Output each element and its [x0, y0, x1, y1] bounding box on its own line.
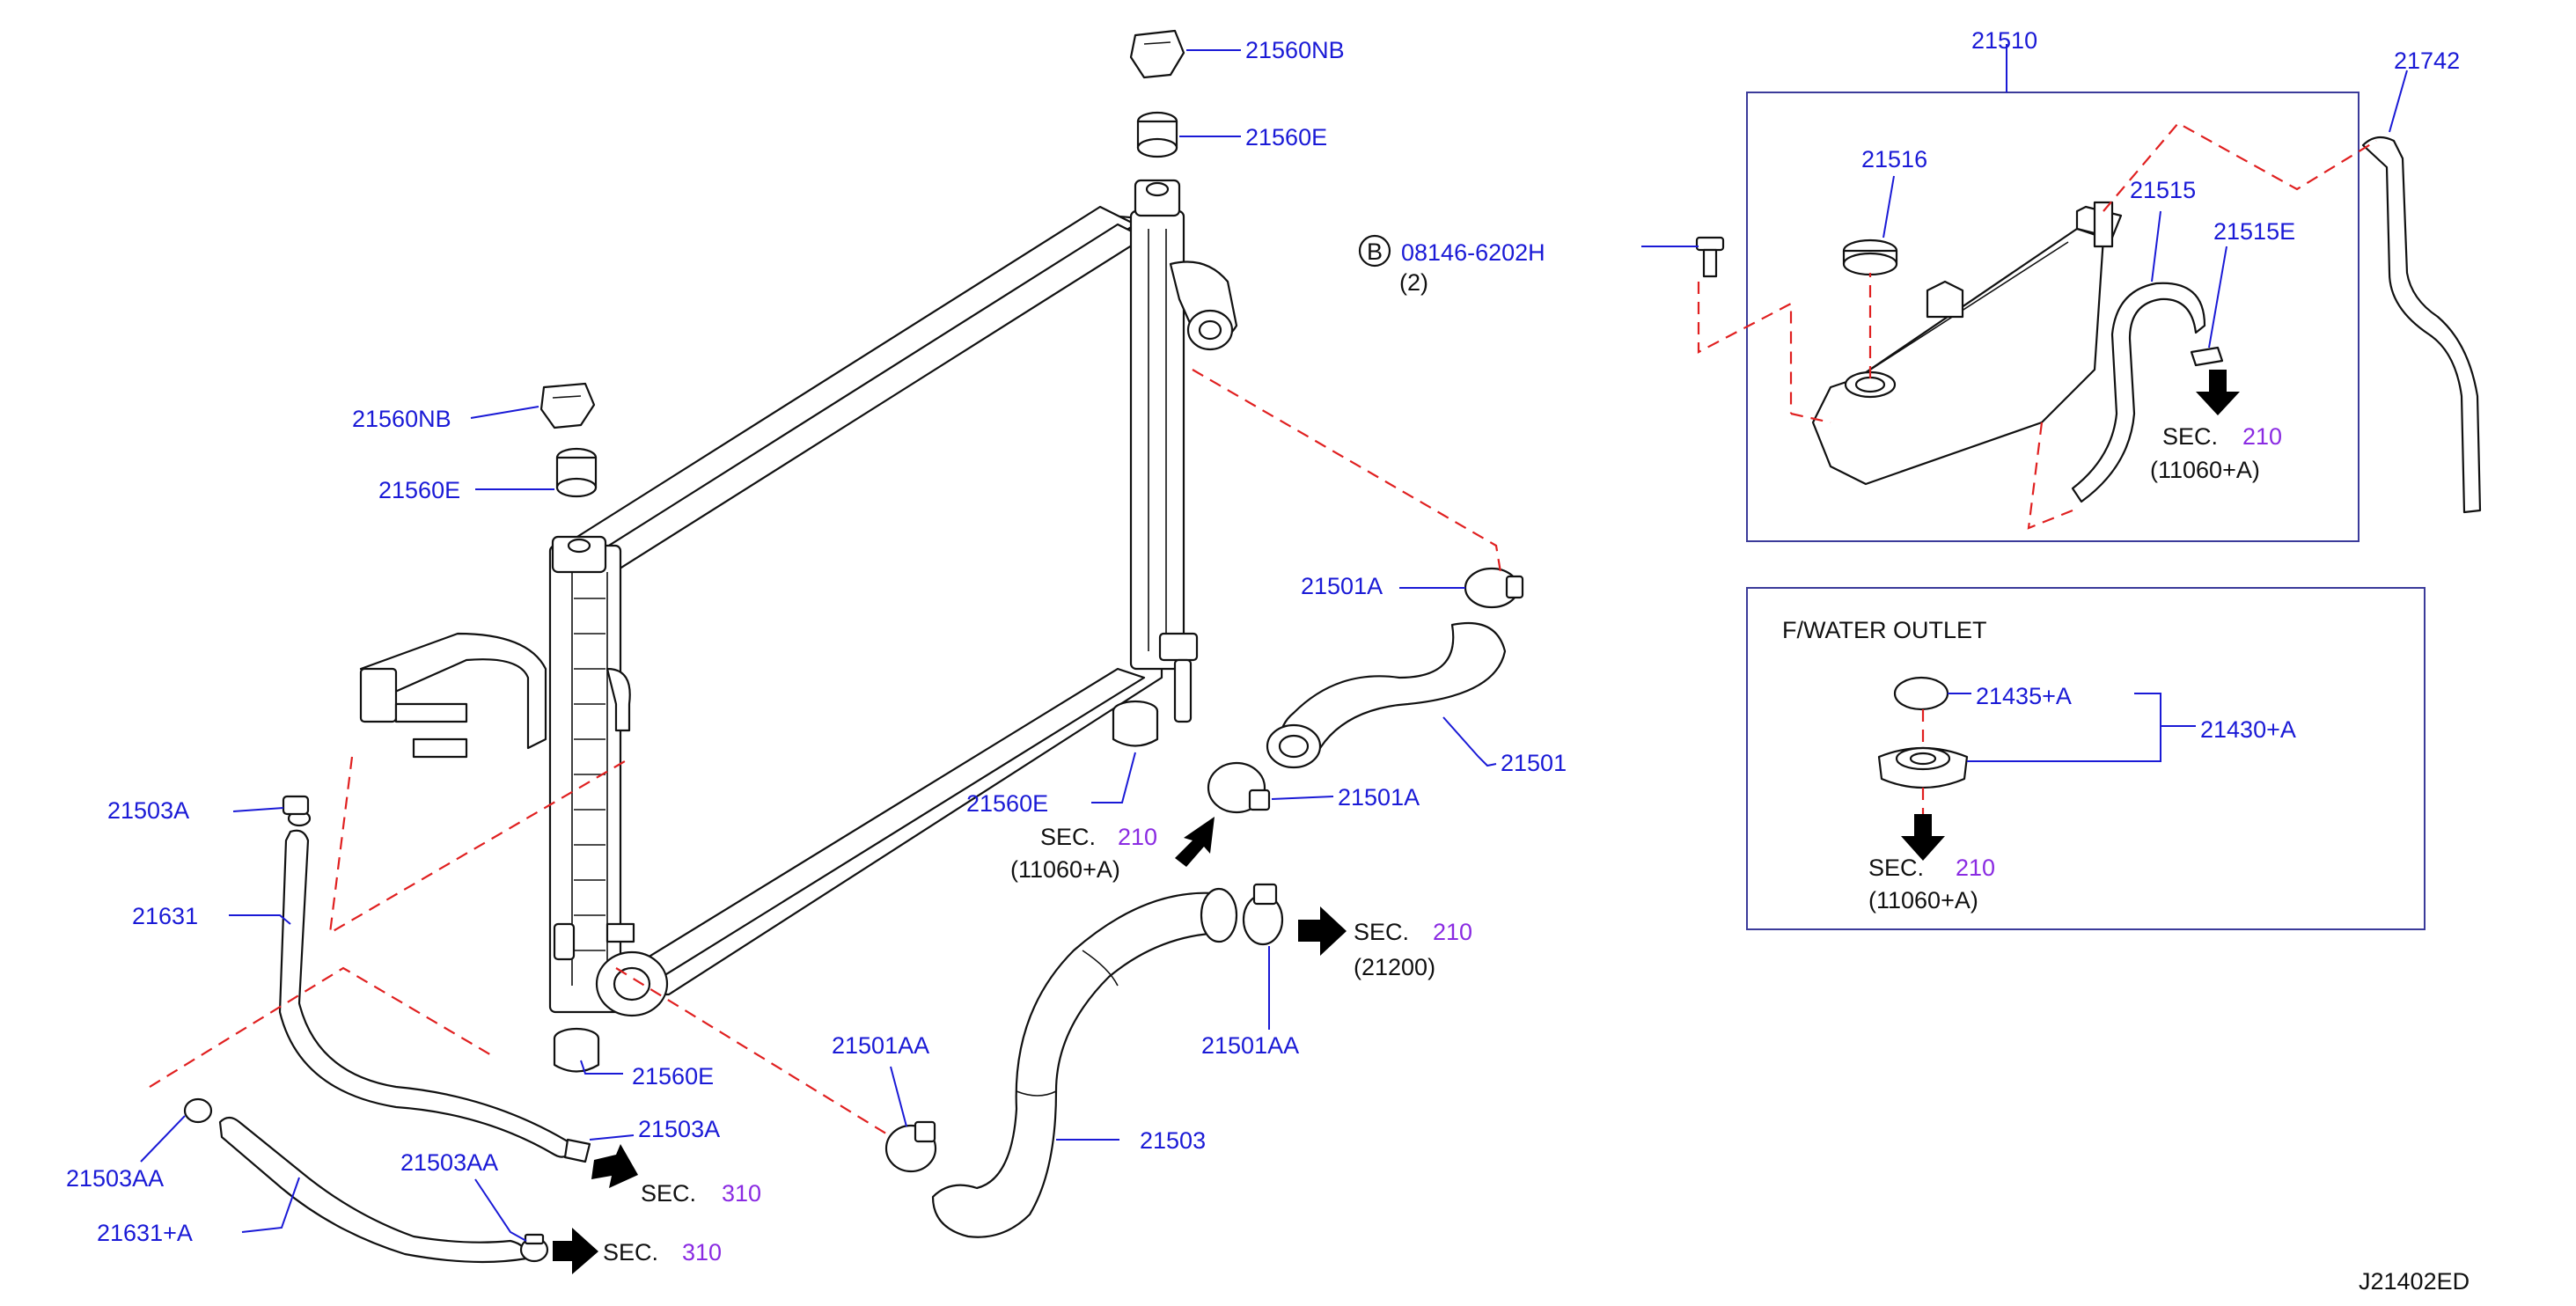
inset-title: F/WATER OUTLET: [1782, 617, 1987, 643]
clip-21515e: [2190, 346, 2224, 367]
sec-310b-label: SEC.: [603, 1239, 658, 1266]
hose-clamp-21501a-top: [1464, 567, 1524, 609]
hose-21631: [278, 810, 574, 1158]
hose-clamp-21501a-low: [1207, 761, 1271, 814]
label-21503a-left: 21503A: [107, 797, 189, 824]
label-21560e-top: 21560E: [1245, 124, 1327, 150]
label-21631a: 21631+A: [97, 1220, 193, 1246]
label-21501a-low: 21501A: [1338, 784, 1420, 811]
sec-tank-number: 210: [2242, 423, 2282, 450]
radiator-cap-21430a: [1877, 746, 1969, 789]
sec-mid-ref: (11060+A): [1010, 856, 1120, 883]
reservoir-cap-21516: [1842, 238, 1898, 276]
label-21503aa-left: 21503AA: [66, 1165, 164, 1192]
radiator-fins-left: [574, 598, 605, 951]
section-ref-mid: SEC. 210 (11060+A): [1010, 824, 1157, 883]
lower-hose-21503: [931, 887, 1238, 1238]
mount-bushing-top-nb: [1129, 29, 1185, 79]
mount-bushing-bottom-e: [553, 1027, 600, 1073]
label-21560e-bottom: 21560E: [632, 1063, 714, 1090]
sec-tank-label: SEC.: [2162, 423, 2218, 450]
arrow-sec-mid: [1175, 817, 1215, 867]
label-21560e-left: 21560E: [378, 477, 460, 503]
sec-outlet-label: SEC.: [1868, 855, 1924, 881]
section-ref-tank: SEC. 210 (11060+A): [2150, 423, 2282, 483]
reservoir-box: [1746, 92, 2359, 542]
sec-upper-label: SEC.: [1354, 919, 1409, 945]
sec-mid-label: SEC.: [1040, 824, 1096, 850]
overflow-tube-21742: [2361, 136, 2482, 514]
arrow-sec-tank: [2196, 370, 2240, 415]
section-ref-310a: SEC. 310: [641, 1180, 761, 1207]
sec-310a-label: SEC.: [641, 1180, 696, 1207]
clamp-21503a-left: [282, 795, 310, 816]
arrow-sec-310a: [591, 1144, 638, 1188]
clamp-21503aa-left: [183, 1097, 213, 1124]
label-21560nb-left: 21560NB: [352, 406, 451, 432]
label-21501: 21501: [1501, 750, 1567, 776]
upper-hose-21501: [1266, 621, 1507, 769]
sec-tank-ref: (11060+A): [2150, 457, 2260, 483]
label-bolt-code: 08146-6202H: [1401, 239, 1545, 266]
diagram-code: J21402ED: [2359, 1268, 2470, 1295]
section-ref-upper: SEC. 210 (21200): [1354, 919, 1472, 980]
label-21510: 21510: [1971, 27, 2037, 54]
section-ref-310b: SEC. 310: [603, 1239, 722, 1266]
label-21501a-top: 21501A: [1301, 573, 1383, 599]
radiator-assembly: [359, 179, 1238, 1017]
label-21503: 21503: [1140, 1127, 1206, 1154]
label-21515: 21515: [2130, 177, 2196, 203]
water-outlet-inset-box: [1746, 587, 2426, 930]
arrow-sec-310b: [553, 1228, 598, 1274]
gasket-21435a: [1893, 676, 1949, 711]
arrow-sec-outlet: [1901, 814, 1945, 861]
label-21503aa-mid: 21503AA: [400, 1149, 498, 1176]
label-21560e-mid: 21560E: [966, 790, 1048, 817]
mount-bushing-top-e: [1136, 111, 1178, 158]
mount-bushing-left-e: [555, 447, 598, 498]
label-bolt-qty: (2): [1399, 269, 1428, 296]
sec-outlet-number: 210: [1956, 855, 1995, 881]
clamp-21503aa-mid: [519, 1233, 549, 1263]
label-21515e: 21515E: [2213, 218, 2295, 245]
label-21503a-bottom: 21503A: [638, 1116, 720, 1142]
label-21501aa-left: 21501AA: [832, 1032, 929, 1059]
hose-21631a: [218, 1116, 528, 1264]
label-21435a: 21435+A: [1976, 683, 2072, 709]
hose-clamp-21501aa-right: [1242, 883, 1284, 946]
label-21516: 21516: [1861, 146, 1927, 172]
sec-upper-number: 210: [1433, 919, 1472, 945]
bolt-08146: B: [1358, 234, 1725, 278]
sec-outlet-ref: (11060+A): [1868, 887, 1978, 913]
mount-bushing-left-nb: [539, 382, 596, 429]
guide-lines: [149, 121, 2377, 1136]
label-21430a: 21430+A: [2200, 716, 2296, 743]
mount-bushing-mid-e: [1112, 700, 1159, 747]
sec-310b-number: 310: [682, 1239, 722, 1266]
label-21631: 21631: [132, 903, 198, 929]
sec-upper-ref: (21200): [1354, 954, 1435, 980]
hose-clamp-21501aa-left: [884, 1120, 937, 1173]
label-21560nb-top: 21560NB: [1245, 37, 1345, 63]
arrow-sec-upper: [1298, 906, 1347, 956]
clamp-21503a-bottom: [563, 1138, 591, 1163]
label-21501aa-right: 21501AA: [1201, 1032, 1299, 1059]
sec-mid-number: 210: [1118, 824, 1157, 850]
leader-lines: [140, 44, 2408, 1242]
label-21742: 21742: [2394, 48, 2460, 74]
reservoir-hose-21515: [2071, 282, 2206, 503]
sec-310a-number: 310: [722, 1180, 761, 1207]
bolt-symbol: B: [1367, 238, 1383, 265]
reservoir-tank-21510: [1811, 201, 2123, 486]
section-ref-outlet: SEC. 210 (11060+A): [1868, 855, 1995, 913]
